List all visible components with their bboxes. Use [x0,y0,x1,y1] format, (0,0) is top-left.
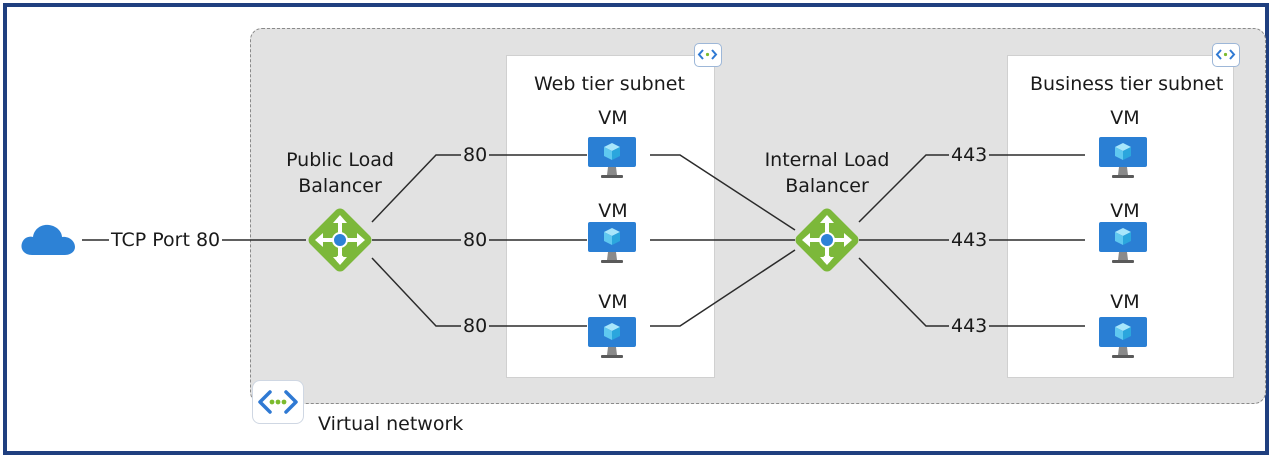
internal-lb-to-vm6-line [858,257,1085,327]
public-lb-to-vm1-line [371,154,587,223]
virtual-network-icon [252,380,304,424]
web-port-label: 80 [461,229,490,251]
cloud-icon [21,224,75,255]
subnet-icon [694,43,722,67]
public-lb-label-line1: Public Load [286,149,394,171]
web-port-label: 80 [461,144,490,166]
internal-lb-label-line1: Internal Load [764,149,890,171]
internet-protocol-label: TCP Port 80 [109,229,223,251]
web-port-label: 80 [461,315,490,337]
public-lb-label-line2: Balancer [298,175,382,197]
vm-label: VM [598,200,628,222]
public-lb-to-vm3-line [371,257,587,327]
public-lb-label: Public Load Balancer [270,149,410,197]
business-subnet-title: Business tier subnet [1030,73,1224,95]
vm1-to-internal-lb-line [650,154,796,231]
internal-lb-label-line2: Balancer [785,175,869,197]
subnet-icon [1212,43,1240,67]
virtual-network-label: Virtual network [318,413,464,435]
virtual-machine-icon [588,137,636,178]
internal-lb-to-vm4-line [858,154,1085,223]
web-subnet-title: Web tier subnet [534,73,685,95]
virtual-machine-icon [588,317,636,358]
vm-label: VM [598,107,628,129]
business-port-label: 443 [949,315,990,337]
vm-label: VM [1110,200,1140,222]
vm-label: VM [1110,291,1140,313]
virtual-machine-icon [588,222,636,263]
virtual-machine-icon [1099,317,1147,358]
connector-lines [82,154,1085,327]
load-balancer-icon [795,208,859,272]
vm-label: VM [1110,107,1140,129]
vm3-to-internal-lb-line [650,249,796,327]
internal-lb-label: Internal Load Balancer [752,149,902,197]
virtual-machine-icon [1099,222,1147,263]
web-tier-subnet [506,55,715,378]
vm-label: VM [598,291,628,313]
virtual-machine-icon [1099,137,1147,178]
business-port-label: 443 [949,229,990,251]
load-balancer-icon [308,208,372,272]
business-port-label: 443 [949,144,990,166]
